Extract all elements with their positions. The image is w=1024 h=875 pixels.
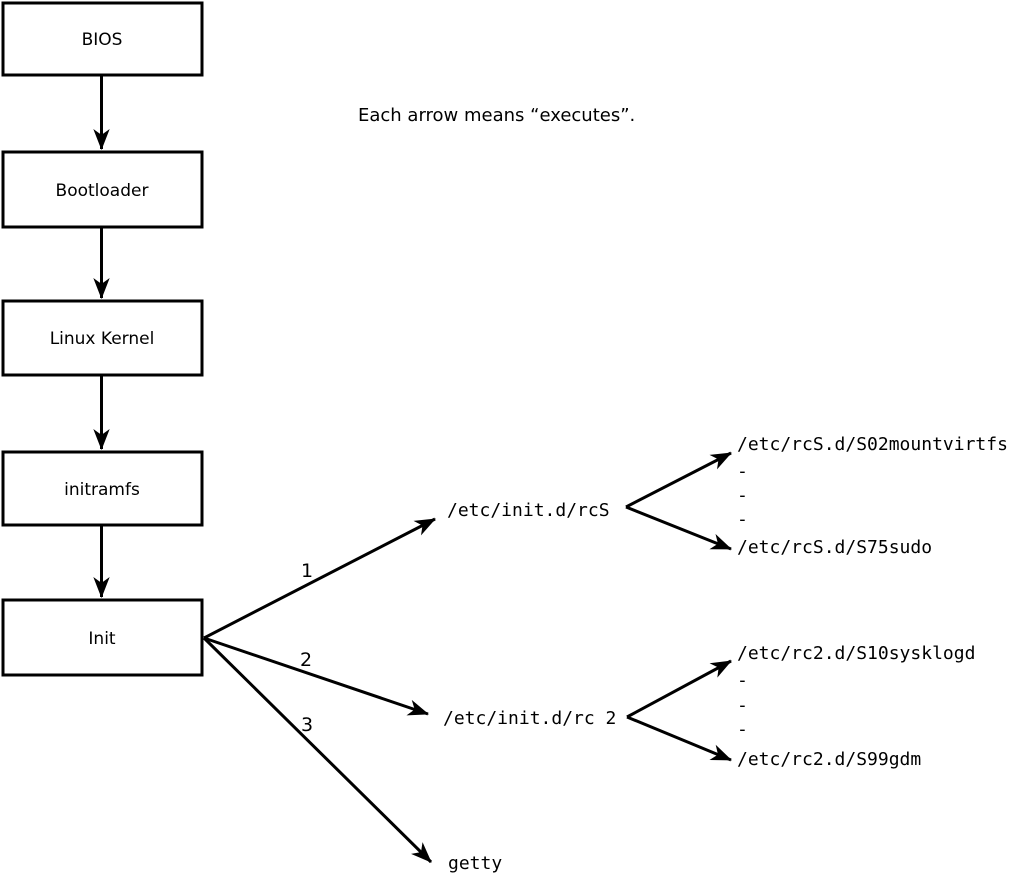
rc2-child-ellipsis-dash: -: [737, 670, 748, 691]
branch-2-number: 2: [300, 649, 312, 671]
rcS-child-S02mountvirtfs: /etc/rcS.d/S02mountvirtfs: [737, 434, 1008, 455]
arrow-init-to-rc2: [203, 636, 429, 716]
node-bootloader-box: [1, 150, 204, 229]
rcS-child-ellipsis-dash: -: [737, 509, 748, 530]
rc2-child-S10sysklogd: /etc/rc2.d/S10sysklogd: [737, 643, 975, 664]
branch-3-number: 3: [301, 714, 313, 736]
node-init-label: Init: [88, 629, 116, 649]
arrow-rc2-to-S99gdm: [626, 715, 732, 762]
rcS-child-S75sudo: /etc/rcS.d/S75sudo: [737, 537, 932, 558]
rcS-child-ellipsis-dash: -: [737, 461, 748, 482]
node-init-box: [1, 598, 204, 677]
arrow-init-to-getty: [202, 636, 433, 864]
target-rc2-label: /etc/init.d/rc 2: [443, 708, 616, 729]
rc2-child-ellipsis-dash: -: [737, 719, 748, 740]
node-bootloader: Bootloader: [1, 150, 204, 229]
diagram-caption: Each arrow means “executes”.: [358, 105, 635, 126]
node-initramfs-label: initramfs: [64, 480, 140, 500]
node-initramfs: initramfs: [1, 450, 204, 527]
node-linux-kernel-label: Linux Kernel: [50, 329, 155, 349]
node-bios: BIOS: [1, 1, 204, 77]
target-rcS-label: /etc/init.d/rcS: [447, 500, 610, 521]
node-bios-box: [1, 1, 204, 77]
node-linux-kernel: Linux Kernel: [1, 299, 204, 377]
node-init: Init: [1, 598, 204, 677]
branch-1-number: 1: [301, 560, 313, 582]
rc2-child-ellipsis-dash: -: [737, 695, 748, 716]
node-bios-label: BIOS: [82, 30, 123, 50]
rc2-child-S99gdm: /etc/rc2.d/S99gdm: [737, 749, 921, 770]
node-bootloader-label: Bootloader: [56, 181, 149, 201]
rcS-child-ellipsis-dash: -: [737, 485, 748, 506]
node-initramfs-box: [1, 450, 204, 527]
arrow-rcS-to-S02mountvirtfs: [625, 451, 732, 509]
target-getty-label: getty: [448, 853, 502, 874]
arrow-rc2-to-S10sysklogd: [626, 659, 732, 719]
arrow-init-to-rcS: [203, 517, 436, 640]
arrow-rcS-to-S75sudo: [625, 505, 732, 551]
